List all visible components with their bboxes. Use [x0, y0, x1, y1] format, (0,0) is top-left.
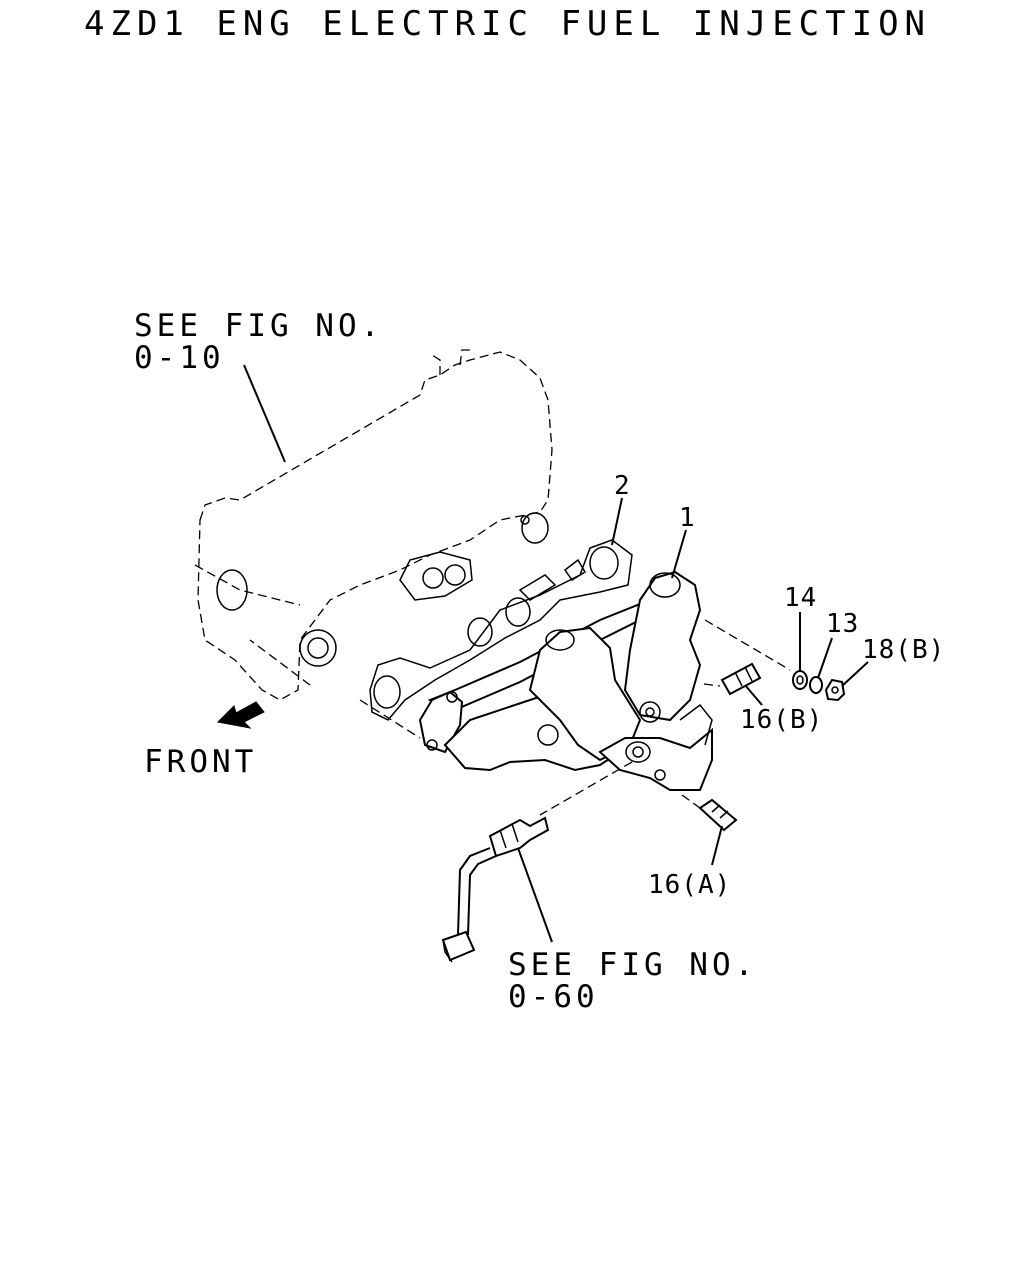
front-direction-arrow — [216, 701, 265, 729]
sensor-reference-line2: 0-60 — [508, 979, 599, 1015]
stud-a — [698, 798, 738, 832]
sensor-reference-line1: SEE FIG NO. — [508, 947, 757, 983]
lock-washer — [809, 676, 823, 694]
exhaust-gasket — [369, 539, 633, 721]
callout-washer: 14 — [784, 583, 817, 613]
diagram-title: 4ZD1 ENG ELECTRIC FUEL INJECTION — [84, 4, 932, 44]
callout-stud-a: 16(A) — [648, 870, 731, 900]
callout-gasket: 2 — [614, 471, 631, 501]
stud-b — [720, 662, 762, 696]
head-reference-line2: 0-10 — [134, 340, 225, 376]
callout-stud-b: 16(B) — [740, 705, 823, 735]
oxygen-sensor — [441, 816, 550, 963]
cylinder-head-outline — [194, 349, 553, 701]
callout-leaders — [243, 364, 869, 943]
front-label: FRONT — [144, 744, 257, 780]
callout-lock-washer: 13 — [826, 609, 859, 639]
hex-nut — [824, 678, 846, 702]
callout-manifold: 1 — [679, 503, 696, 533]
washer — [792, 670, 808, 690]
callout-nut: 18(B) — [862, 635, 945, 665]
head-reference-line1: SEE FIG NO. — [134, 308, 383, 344]
exhaust-manifold — [359, 570, 791, 816]
